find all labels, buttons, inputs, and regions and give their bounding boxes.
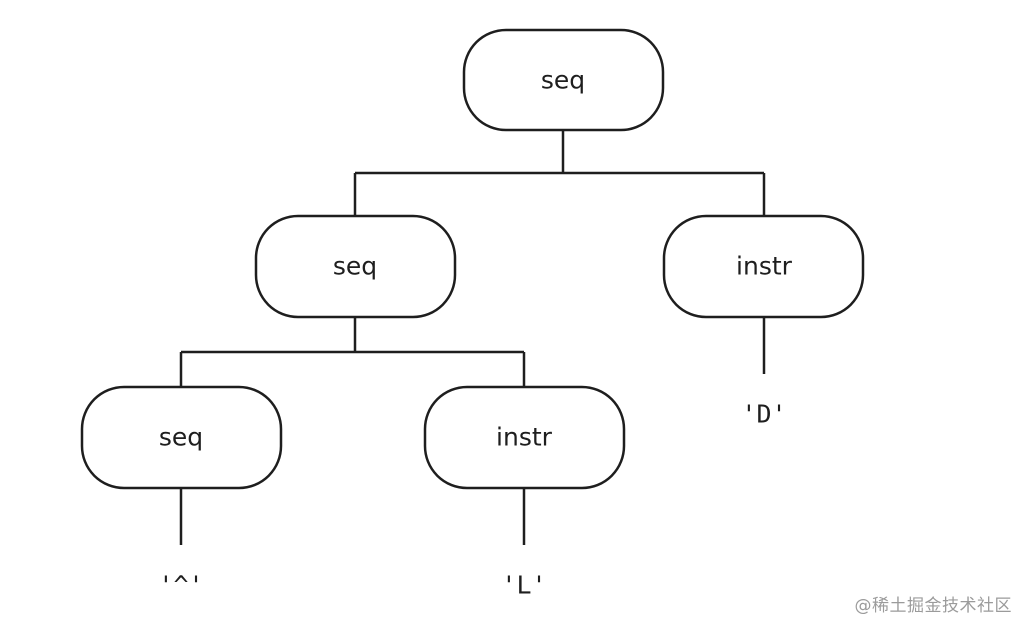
node-seq-mid: seq — [254, 214, 457, 319]
node-seq-bottom-left-label: seq — [159, 423, 203, 452]
node-root-label: seq — [541, 66, 585, 95]
node-seq-mid-label: seq — [333, 252, 377, 281]
node-seq-bottom-left: seq — [80, 385, 283, 490]
node-instr-right-box — [662, 214, 865, 319]
node-instr-bottom-box — [423, 385, 626, 490]
node-instr-bottom: instr — [423, 385, 626, 490]
watermark: @稀土掘金技术社区 — [854, 596, 1012, 616]
node-root-box — [462, 28, 665, 132]
leaf-caret: '^' — [158, 571, 203, 600]
node-instr-right-label: instr — [736, 252, 793, 281]
node-instr-right: instr — [662, 214, 865, 319]
leaf-d: 'D' — [741, 400, 786, 429]
node-seq-bottom-left-box — [80, 385, 283, 490]
edges — [179, 130, 766, 545]
leaf-l: 'L' — [501, 571, 546, 600]
node-seq-mid-box — [254, 214, 457, 319]
node-root: seq — [462, 28, 665, 132]
node-instr-bottom-label: instr — [496, 423, 553, 452]
